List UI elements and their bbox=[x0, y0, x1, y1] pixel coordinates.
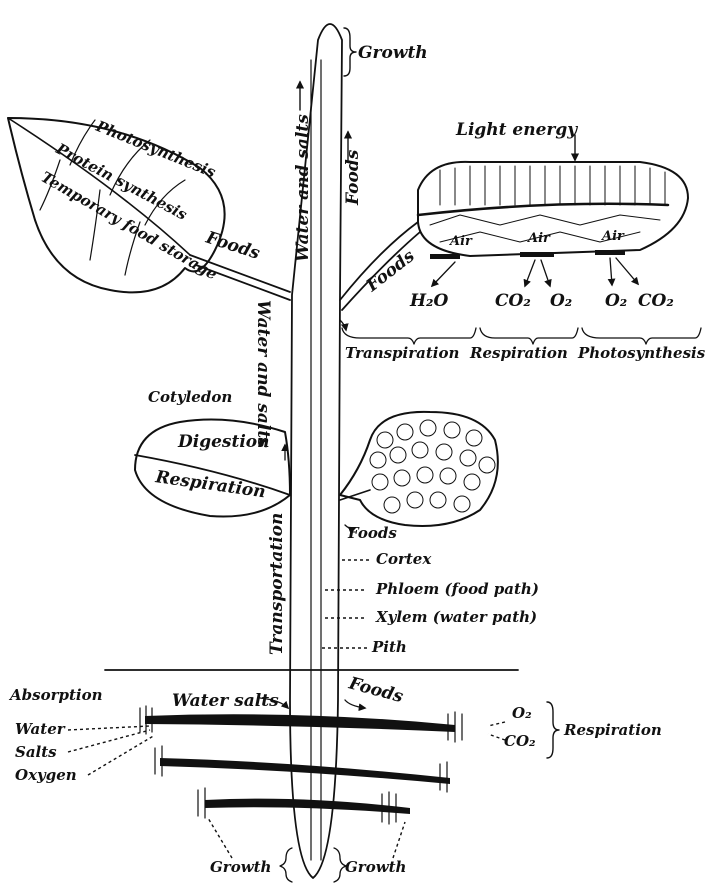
foods-petiole-left-label: Foods bbox=[203, 227, 263, 264]
o2-label-a: O₂ bbox=[550, 291, 572, 311]
growth-bottom-right-label: Growth bbox=[345, 858, 406, 876]
respiration-leaf-label: Respiration bbox=[469, 344, 568, 362]
foods-petiole-right-label: Foods bbox=[362, 246, 419, 297]
light-energy-label: Light energy bbox=[455, 120, 578, 140]
photosynthesis-bottom-label: Photosynthesis bbox=[577, 344, 706, 362]
salts-label: Salts bbox=[15, 743, 57, 761]
storage-organ bbox=[340, 412, 498, 526]
respiration-root-label: Respiration bbox=[563, 721, 662, 739]
growth-bottom-left-label: Growth bbox=[210, 858, 271, 876]
co2-label-a: CO₂ bbox=[495, 291, 531, 311]
oxygen-label: Oxygen bbox=[15, 766, 77, 784]
right-leaf-section bbox=[340, 162, 688, 310]
cortex-label: Cortex bbox=[376, 550, 432, 568]
pith-label: Pith bbox=[371, 638, 407, 656]
air-label-1: Air bbox=[448, 234, 473, 249]
co2-root-label: CO₂ bbox=[504, 732, 536, 750]
water-salts-root-label: Water salts bbox=[172, 691, 279, 711]
foods-stem-label: Foods bbox=[343, 149, 363, 206]
transpiration-label: Transpiration bbox=[345, 344, 459, 362]
water-label: Water bbox=[15, 720, 66, 738]
xylem-label: Xylem (water path) bbox=[375, 608, 537, 626]
cotyledon-label: Cotyledon bbox=[148, 388, 232, 406]
h2o-label: H₂O bbox=[409, 291, 449, 311]
digestion-label: Digestion bbox=[177, 432, 269, 452]
foods-root-label: Foods bbox=[346, 673, 406, 707]
air-label-2: Air bbox=[526, 231, 551, 246]
water-and-salts-mid-label: Water and salts bbox=[253, 300, 273, 448]
water-and-salts-up-label: Water and salts bbox=[293, 114, 313, 262]
co2-label-b: CO₂ bbox=[638, 291, 674, 311]
phloem-label: Phloem (food path) bbox=[375, 580, 539, 598]
o2-root-label: O₂ bbox=[512, 704, 532, 722]
roots bbox=[140, 706, 462, 824]
foods-cotyledon-label: Foods bbox=[347, 524, 397, 542]
o2-label-b: O₂ bbox=[605, 291, 627, 311]
absorption-label: Absorption bbox=[8, 686, 103, 704]
respiration-cotyledon-label: Respiration bbox=[153, 467, 267, 502]
transportation-label: Transportation bbox=[267, 513, 287, 655]
air-label-3: Air bbox=[600, 229, 625, 244]
growth-top-label: Growth bbox=[358, 43, 428, 63]
